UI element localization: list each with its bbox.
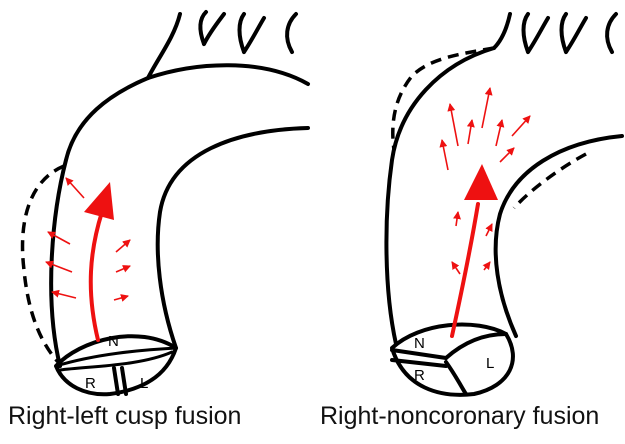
left-aorta-inner-wall bbox=[158, 128, 308, 348]
left-main-flow-arrowhead bbox=[84, 182, 114, 220]
right-valve-commissure-2 bbox=[446, 334, 506, 358]
right-branch-vessel-4 bbox=[607, 14, 616, 52]
right-valve-commissure-3 bbox=[446, 362, 466, 394]
right-main-flow-arrowhead bbox=[464, 164, 498, 200]
left-main-flow-jet bbox=[91, 212, 102, 340]
right-cusp-label-n: N bbox=[414, 335, 425, 352]
right-dilation-outline-outer bbox=[393, 48, 494, 150]
left-aorta-panel: N R L bbox=[23, 12, 308, 394]
right-dilation-outline-inner bbox=[514, 154, 586, 208]
left-cusp-label-l: L bbox=[140, 375, 148, 392]
left-branch-vessel-4 bbox=[287, 14, 296, 52]
right-cusp-label-l: L bbox=[486, 355, 494, 372]
caption-right-noncoronary-fusion: Right-noncoronary fusion bbox=[320, 402, 599, 431]
right-branch-vessel-1 bbox=[494, 14, 510, 48]
right-cusp-label-r: R bbox=[414, 367, 425, 384]
left-cusp-label-r: R bbox=[85, 375, 96, 392]
left-valve-fused-raphe bbox=[114, 368, 126, 394]
right-aorta-inner-wall bbox=[496, 136, 622, 336]
left-branch-vessel-3 bbox=[240, 14, 265, 52]
caption-right-left-cusp-fusion: Right-left cusp fusion bbox=[8, 402, 241, 431]
right-branch-vessel-3 bbox=[562, 14, 587, 52]
right-branch-vessel-2 bbox=[524, 14, 549, 52]
left-branch-vessel-2 bbox=[200, 12, 224, 44]
left-aorta-arch-wall bbox=[148, 65, 308, 84]
right-aorta-panel: N R L bbox=[386, 14, 622, 395]
left-cusp-label-n: N bbox=[108, 333, 119, 350]
left-branch-vessel-1 bbox=[148, 14, 180, 78]
